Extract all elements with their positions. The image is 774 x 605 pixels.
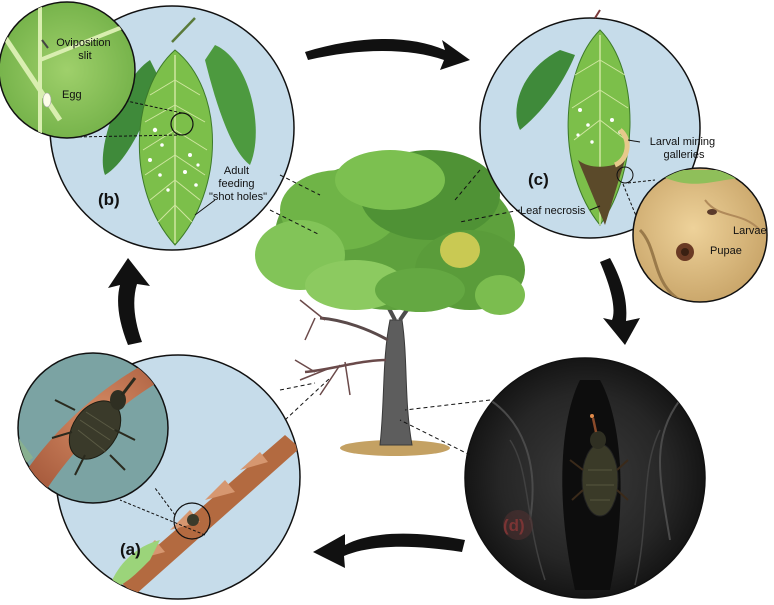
beech-tree (255, 150, 525, 456)
panel-b-label: (b) (98, 190, 120, 209)
feeding-label: Adult feeding "shot holes" (209, 165, 267, 203)
panel-a-inset (17, 352, 169, 504)
panel-d: (d) (464, 357, 706, 599)
larvae-label: Larvae (733, 225, 767, 237)
panel-c-inset: Larvae Pupae (632, 167, 768, 303)
cycle-arrows (108, 38, 640, 568)
arrow-d-to-a (313, 533, 465, 568)
panel-d-label: (d) (503, 516, 525, 535)
pupae-label: Pupae (710, 245, 742, 257)
arrow-a-to-b (108, 258, 150, 345)
necrosis-label: Leaf necrosis (520, 205, 586, 217)
oviposition-label: Oviposition slit (56, 37, 113, 62)
mining-label: Larval mining galleries (650, 136, 718, 161)
panel-a-label: (a) (120, 540, 141, 559)
panel-c: (c) Larval mining galleries Leaf necrosi… (479, 9, 718, 246)
egg-label: Egg (62, 89, 82, 101)
panel-b-inset: Oviposition slit Egg (0, 1, 136, 139)
arrow-b-to-c (305, 38, 470, 70)
tree-connector-lines (269, 169, 521, 456)
panel-c-label: (c) (528, 170, 549, 189)
arrow-c-to-d (600, 258, 640, 345)
